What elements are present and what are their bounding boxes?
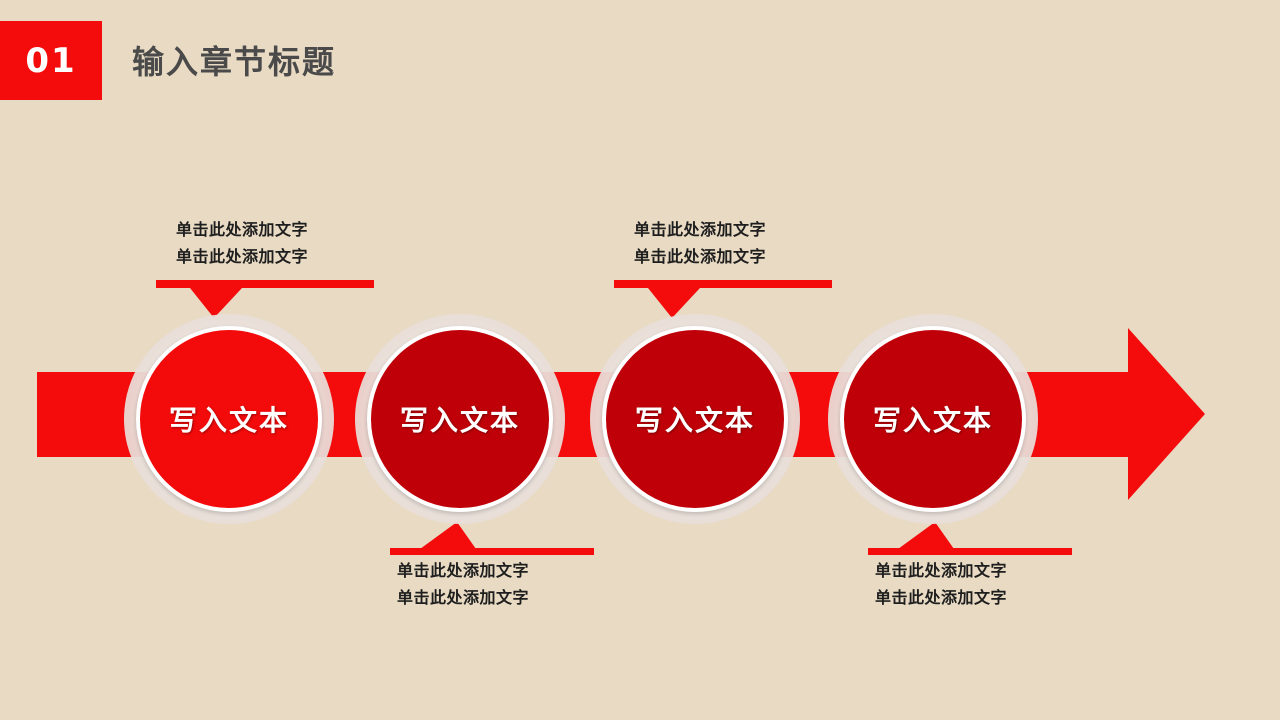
step-2-callout[interactable]: 单击此处添加文字 单击此处添加文字 (397, 557, 529, 611)
step-1-circle-ring: 写入文本 (124, 314, 334, 524)
step-3-callout-line-1: 单击此处添加文字 (634, 220, 767, 239)
callout-pointer-3 (614, 280, 832, 318)
step-4-circle[interactable]: 写入文本 (840, 326, 1026, 512)
step-4-callout-line-1: 单击此处添加文字 (875, 561, 1008, 580)
section-title: 输入章节标题 (132, 43, 337, 81)
step-1-callout-line-1: 单击此处添加文字 (176, 220, 309, 239)
section-number: 01 (25, 40, 77, 81)
callout-pointer-1 (156, 280, 374, 318)
step-2-circle-ring: 写入文本 (355, 314, 565, 524)
callout-pointer-2 (390, 522, 594, 555)
step-3-circle-ring: 写入文本 (590, 314, 800, 524)
step-2-callout-line-2: 单击此处添加文字 (397, 588, 530, 607)
section-number-badge: 01 (0, 21, 102, 100)
step-2-circle[interactable]: 写入文本 (367, 326, 553, 512)
step-4-label: 写入文本 (872, 404, 993, 437)
step-3-circle[interactable]: 写入文本 (602, 326, 788, 512)
step-1-circle[interactable]: 写入文本 (136, 326, 322, 512)
step-4-callout[interactable]: 单击此处添加文字 单击此处添加文字 (875, 557, 1007, 611)
step-1-label: 写入文本 (168, 404, 289, 437)
step-3-callout-line-2: 单击此处添加文字 (634, 247, 767, 266)
step-3-label: 写入文本 (634, 404, 755, 437)
step-3-callout[interactable]: 单击此处添加文字 单击此处添加文字 (634, 216, 766, 270)
step-4-circle-ring: 写入文本 (828, 314, 1038, 524)
callout-pointer-4 (868, 522, 1072, 555)
step-1-callout-line-2: 单击此处添加文字 (176, 247, 309, 266)
step-2-callout-line-1: 单击此处添加文字 (397, 561, 530, 580)
step-1-callout[interactable]: 单击此处添加文字 单击此处添加文字 (176, 216, 308, 270)
step-4-callout-line-2: 单击此处添加文字 (875, 588, 1008, 607)
step-2-label: 写入文本 (399, 404, 520, 437)
